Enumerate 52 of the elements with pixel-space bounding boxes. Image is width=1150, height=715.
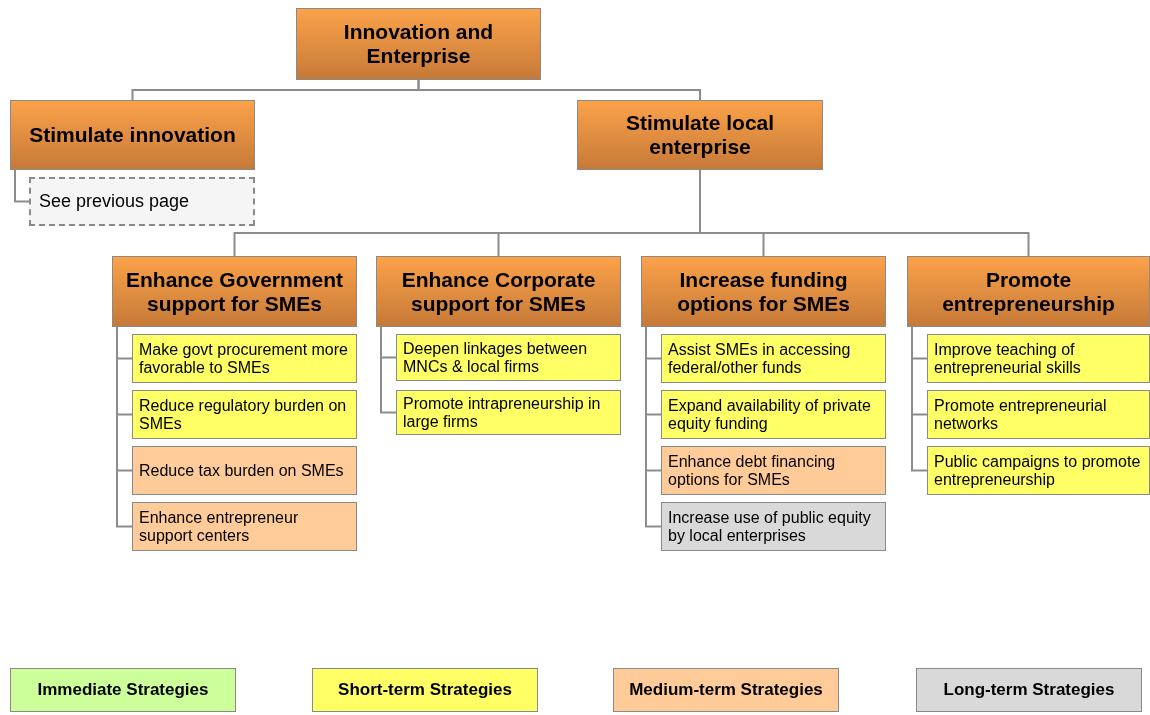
strategy-box bbox=[396, 334, 621, 381]
connector-line bbox=[116, 326, 133, 528]
strategy-box bbox=[927, 334, 1150, 383]
connector-line bbox=[911, 326, 928, 472]
goal-title: Enhance Corporate support for SMEs bbox=[400, 268, 597, 315]
goal-box bbox=[296, 8, 541, 80]
goal-title: Stimulate innovation bbox=[29, 123, 236, 147]
strategy-text: Public campaigns to promote entrepreneurship bbox=[934, 452, 1142, 489]
goal-title: Innovation and Enterprise bbox=[342, 20, 495, 68]
strategy-box bbox=[661, 446, 886, 495]
strategy-text: Increase use of public equity by local enterprises bbox=[668, 508, 872, 545]
strategy-text: Reduce tax burden on SMEs bbox=[139, 461, 344, 480]
goal-box bbox=[907, 256, 1150, 327]
strategy-text: Enhance entrepreneur support centers bbox=[139, 508, 300, 545]
strategy-text: See previous page bbox=[39, 191, 190, 212]
strategy-box bbox=[661, 502, 886, 551]
strategy-text: Promote intrapreneurship in large firms bbox=[403, 394, 602, 431]
goal-title: Increase funding options for SMEs bbox=[676, 268, 851, 315]
strategy-text: Reduce regulatory burden on SMEs bbox=[139, 396, 348, 433]
strategy-box bbox=[661, 334, 886, 383]
strategy-box bbox=[396, 390, 621, 435]
strategy-text: Improve teaching of entrepreneurial skills bbox=[934, 340, 1082, 377]
goal-box bbox=[376, 256, 621, 327]
strategy-text: Deepen linkages between MNCs & local firms bbox=[403, 339, 589, 376]
strategy-text: Promote entrepreneurial networks bbox=[934, 396, 1108, 433]
strategy-box bbox=[661, 390, 886, 439]
strategy-box bbox=[927, 390, 1150, 439]
connector-line bbox=[14, 169, 30, 203]
strategy-box bbox=[132, 446, 357, 495]
goal-box bbox=[112, 256, 357, 327]
legend-item: Short-term Strategies bbox=[312, 668, 538, 712]
goal-box bbox=[577, 100, 823, 170]
strategy-text: Make govt procurement more favorable to SMEs bbox=[139, 340, 349, 377]
legend-item: Medium-term Strategies bbox=[613, 668, 839, 712]
goal-title: Enhance Government support for SMEs bbox=[124, 268, 345, 315]
strategy-box bbox=[132, 390, 357, 439]
goal-title: Stimulate local enterprise bbox=[624, 111, 776, 159]
strategy-box bbox=[132, 502, 357, 551]
strategy-text: Assist SMEs in accessing federal/other funds bbox=[668, 340, 852, 377]
strategy-box bbox=[927, 446, 1150, 495]
connector-line bbox=[645, 326, 662, 528]
goal-box bbox=[641, 256, 886, 327]
connector-line bbox=[417, 79, 701, 101]
strategy-text: Enhance debt financing options for SMEs bbox=[668, 452, 837, 489]
connector-line bbox=[380, 326, 397, 414]
goal-title: Promote entrepreneurship bbox=[941, 268, 1116, 315]
legend-item: Immediate Strategies bbox=[10, 668, 236, 712]
strategy-box bbox=[132, 334, 357, 383]
legend-item: Long-term Strategies bbox=[916, 668, 1142, 712]
goal-box bbox=[10, 100, 255, 170]
strategy-text: Expand availability of private equity funding bbox=[668, 396, 872, 433]
reference-box bbox=[29, 177, 255, 226]
